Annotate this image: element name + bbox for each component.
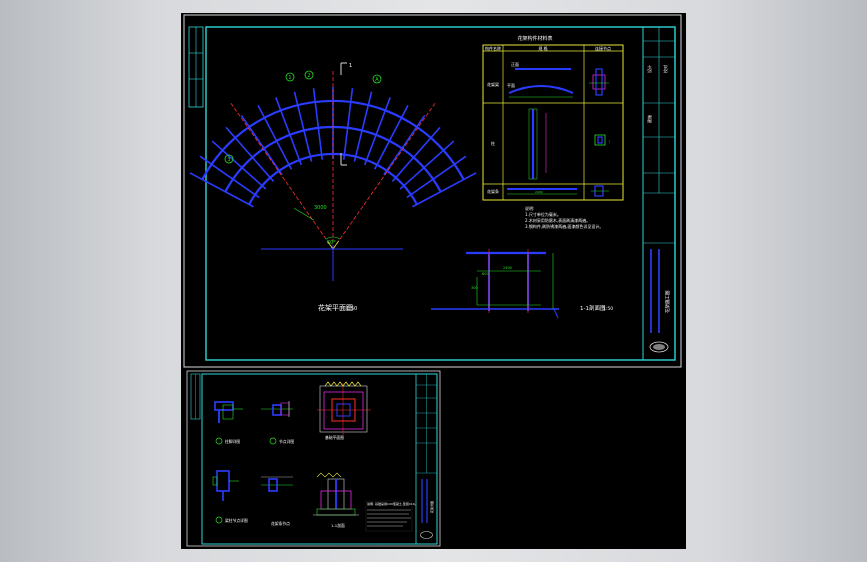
radial-purlin (275, 97, 302, 166)
angle-arc (325, 236, 341, 240)
axis-label-2: 2 (307, 73, 310, 79)
axis-label-1: 1 (288, 75, 291, 81)
note-1: 1.尺寸单位为毫米。 (525, 211, 561, 217)
sheet-2-outer-frame (186, 370, 441, 547)
detail-e-label: 花架条节点 (271, 521, 290, 526)
axis-bubble-1 (285, 72, 295, 82)
radial-purlin (373, 105, 409, 170)
detail-foundation-plan[interactable]: 基础平面图 (317, 381, 371, 440)
curved-beam (201, 99, 465, 181)
radial-purlin (383, 114, 426, 176)
table-row-beam: 花架梁 (487, 81, 499, 87)
axis-bubble-3 (224, 154, 234, 164)
detail-section-1-1[interactable]: 1-1剖面 (313, 472, 359, 528)
sheet-1-binding-strip (188, 26, 204, 108)
table-border (482, 44, 624, 201)
curved-beam (248, 152, 418, 205)
title-block-check: 校对 (662, 65, 668, 73)
title-block-design: 设计 (646, 65, 652, 73)
table-row-column: 柱 (491, 140, 495, 146)
axis-label-3: 3 (227, 157, 230, 163)
radial-purlin (343, 88, 354, 160)
table-row-purlin: 花架条 (487, 188, 499, 194)
note-3: 3.钢构件,刷防锈漆两遍,面漆颜色详见设计。 (525, 223, 603, 229)
table-header-size: 规 格 (538, 45, 547, 51)
radial-purlin (364, 97, 391, 166)
svg-text:平面: 平面 (507, 83, 515, 88)
table-title: 花架构件材料表 (517, 35, 552, 42)
radial-purlin (406, 155, 467, 199)
detail-d-label: 梁柱节点详图 (225, 518, 248, 523)
axis-bubble-2 (304, 70, 314, 80)
axis-bubble-a (372, 74, 382, 84)
materials-table[interactable]: 花架构件材料表 构件名称 规 格 连接节点 花架梁 柱 花架条 正面 平面 (482, 35, 624, 201)
detail-column-base[interactable]: 柱脚详图 (214, 401, 243, 445)
radial-purlin (199, 155, 260, 199)
sheet-2-note-text: 说明: 基础采用C20混凝土,垫层C10。 (367, 501, 418, 506)
cad-canvas[interactable]: 1 2 3 A 1 3000 60° 花架平面图 1:50 花架构件材料表 (181, 13, 686, 549)
sheet-2-title-block[interactable]: 花架详图 (415, 373, 438, 545)
radial-purlin (399, 140, 455, 190)
sheet-2-binding-strip (190, 373, 201, 420)
detail-f-label: 1-1剖面 (331, 523, 345, 528)
drawing-viewport[interactable]: 1 2 3 A 1 3000 60° 花架平面图 1:50 花架构件材料表 (181, 13, 686, 549)
dimension-leader (293, 207, 315, 221)
detail-b-label: 节点详图 (279, 439, 294, 444)
svg-text:2400: 2400 (503, 266, 512, 270)
notes-heading: 说明: (525, 205, 534, 211)
sheet-1[interactable]: 1 2 3 A 1 3000 60° 花架平面图 1:50 花架构件材料表 (183, 14, 682, 368)
title-block-sheet: 建施 (646, 115, 652, 123)
title-block-project: 花架施工图 (664, 290, 671, 313)
sheet-2[interactable]: 柱脚详图 节点详图 基础平面图 梁柱 (186, 370, 441, 547)
table-header-name: 构件名称 (485, 45, 501, 51)
radial-purlin (412, 172, 477, 208)
plan-angle-label: 60° (327, 240, 336, 246)
sheet-2-logo (420, 531, 433, 539)
radial-purlin (225, 126, 275, 182)
radial-purlin (353, 91, 373, 162)
radial-purlin (391, 126, 441, 182)
sheet-1-title-block[interactable]: 设计 校对 建施 花架施工图 (642, 26, 676, 361)
radial-purlin (240, 114, 283, 176)
section-view-1-1[interactable]: 2400 600 300 1-1剖面图 1:50 (431, 249, 613, 319)
detail-c-label: 基础平面图 (325, 435, 344, 440)
section-mark-label-top: 1 (349, 63, 352, 69)
radial-purlin (312, 88, 323, 160)
general-notes: 说明: 1.尺寸单位为毫米。 2.木材采用防腐木,表面刷清漆两遍。 3.钢构件,… (525, 205, 603, 229)
axis-label-a: A (375, 77, 379, 83)
svg-text:正面: 正面 (511, 62, 519, 67)
detail-purlin-node[interactable]: 花架条节点 (261, 476, 293, 526)
table-header-node: 连接节点 (595, 45, 611, 51)
section-scale: 1:50 (603, 306, 613, 312)
pergola-plan-view[interactable] (189, 71, 477, 281)
detail-node[interactable]: 节点详图 (261, 401, 294, 445)
sheet-2-notes: 说明: 基础采用C20混凝土,垫层C10。 (365, 500, 418, 532)
svg-text:2400: 2400 (535, 190, 543, 194)
plan-title: 花架平面图 (318, 303, 353, 312)
detail-a-label: 柱脚详图 (225, 439, 240, 444)
svg-text:300: 300 (471, 286, 478, 290)
detail-beam-column-joint[interactable]: 梁柱节点详图 (212, 470, 248, 524)
plan-dimension: 3000 (314, 205, 327, 211)
radial-purlin (211, 140, 267, 190)
radial-purlin (189, 172, 254, 208)
radial-purlin (293, 91, 313, 162)
radial-purlin (257, 105, 293, 170)
svg-text::: : (609, 139, 610, 144)
section-title: 1-1剖面图 (580, 304, 606, 312)
plan-annotations: 1 2 3 A 1 3000 60° 花架平面图 1:50 (224, 62, 382, 312)
title-block-logo (649, 341, 669, 353)
plan-scale: 1:50 (346, 306, 357, 312)
note-2: 2.木材采用防腐木,表面刷清漆两遍。 (525, 217, 590, 223)
svg-text:600: 600 (482, 272, 489, 276)
sheet-2-title: 花架详图 (429, 501, 434, 513)
